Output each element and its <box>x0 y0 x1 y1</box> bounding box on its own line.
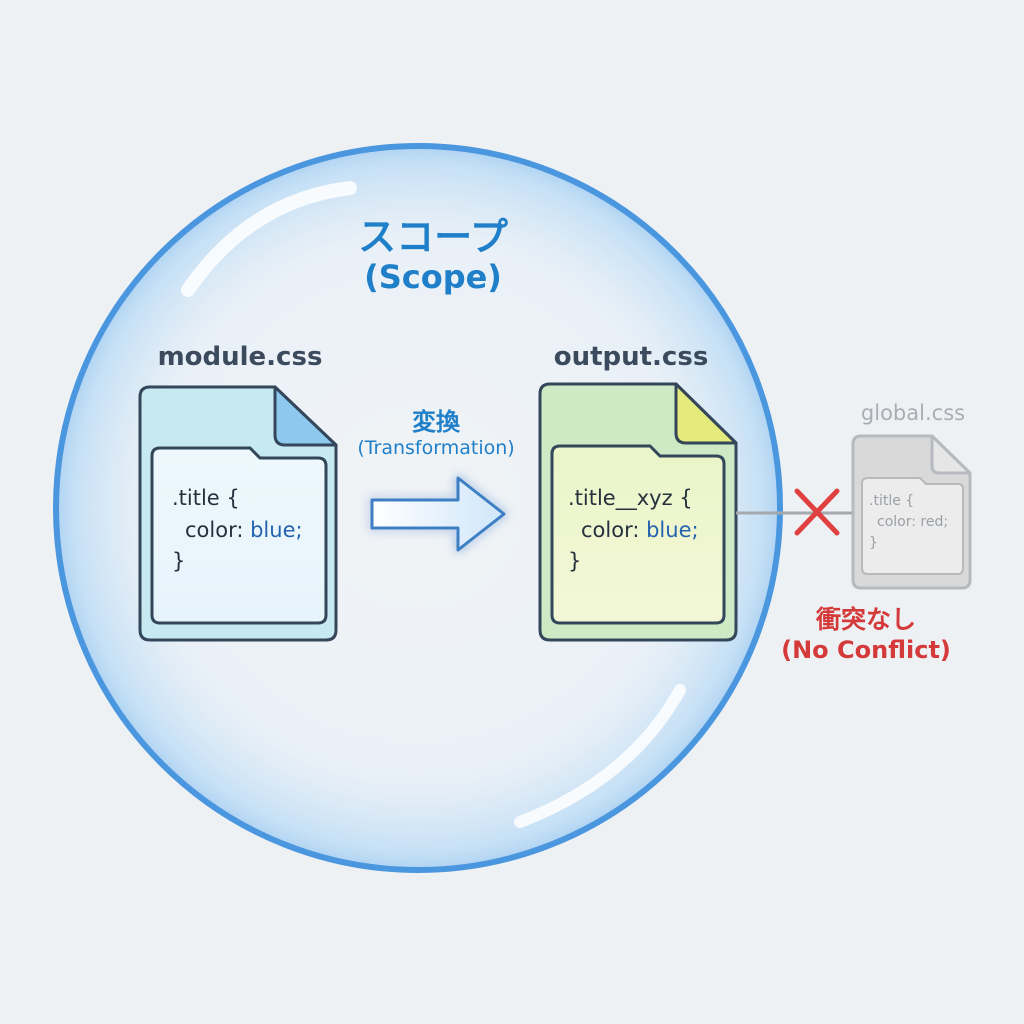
module-code-declaration: color: blue; <box>185 520 303 541</box>
global-file-icon <box>851 434 972 590</box>
conflict-x-icon <box>794 488 840 536</box>
scope-title-en: (Scope) <box>364 258 502 296</box>
output-filename: output.css <box>553 342 709 372</box>
output-code-close: } <box>568 549 582 573</box>
transform-label-en: (Transformation) <box>357 437 515 459</box>
output-file-icon <box>538 382 738 642</box>
module-code-close: } <box>172 549 186 573</box>
output-code-prop: color: <box>581 518 647 542</box>
output-code-value: blue; <box>646 518 699 542</box>
module-code-selector: .title { <box>172 486 240 510</box>
module-filename: module.css <box>157 342 323 372</box>
global-code-close: } <box>869 535 878 551</box>
module-code-value: blue; <box>250 518 303 542</box>
output-code-declaration: color: blue; <box>581 520 699 541</box>
module-file-icon <box>138 385 338 642</box>
no-conflict-label-en: (No Conflict) <box>781 636 951 664</box>
global-code-selector: .title { <box>869 493 915 509</box>
global-code-value: red; <box>920 514 949 530</box>
no-conflict-label-jp: 衝突なし <box>815 605 917 634</box>
global-code-declaration: color: red; <box>877 514 948 530</box>
transform-label-jp: 変換 <box>412 408 460 436</box>
global-code-prop: color: <box>877 514 921 530</box>
bubble-highlight-top <box>181 181 357 297</box>
bubble-highlight-bottom <box>514 684 686 828</box>
transform-arrow <box>370 476 506 552</box>
module-code-prop: color: <box>185 518 251 542</box>
output-code-selector: .title__xyz { <box>568 486 693 510</box>
scope-title-jp: スコープ <box>358 215 508 259</box>
global-filename: global.css <box>860 401 966 425</box>
